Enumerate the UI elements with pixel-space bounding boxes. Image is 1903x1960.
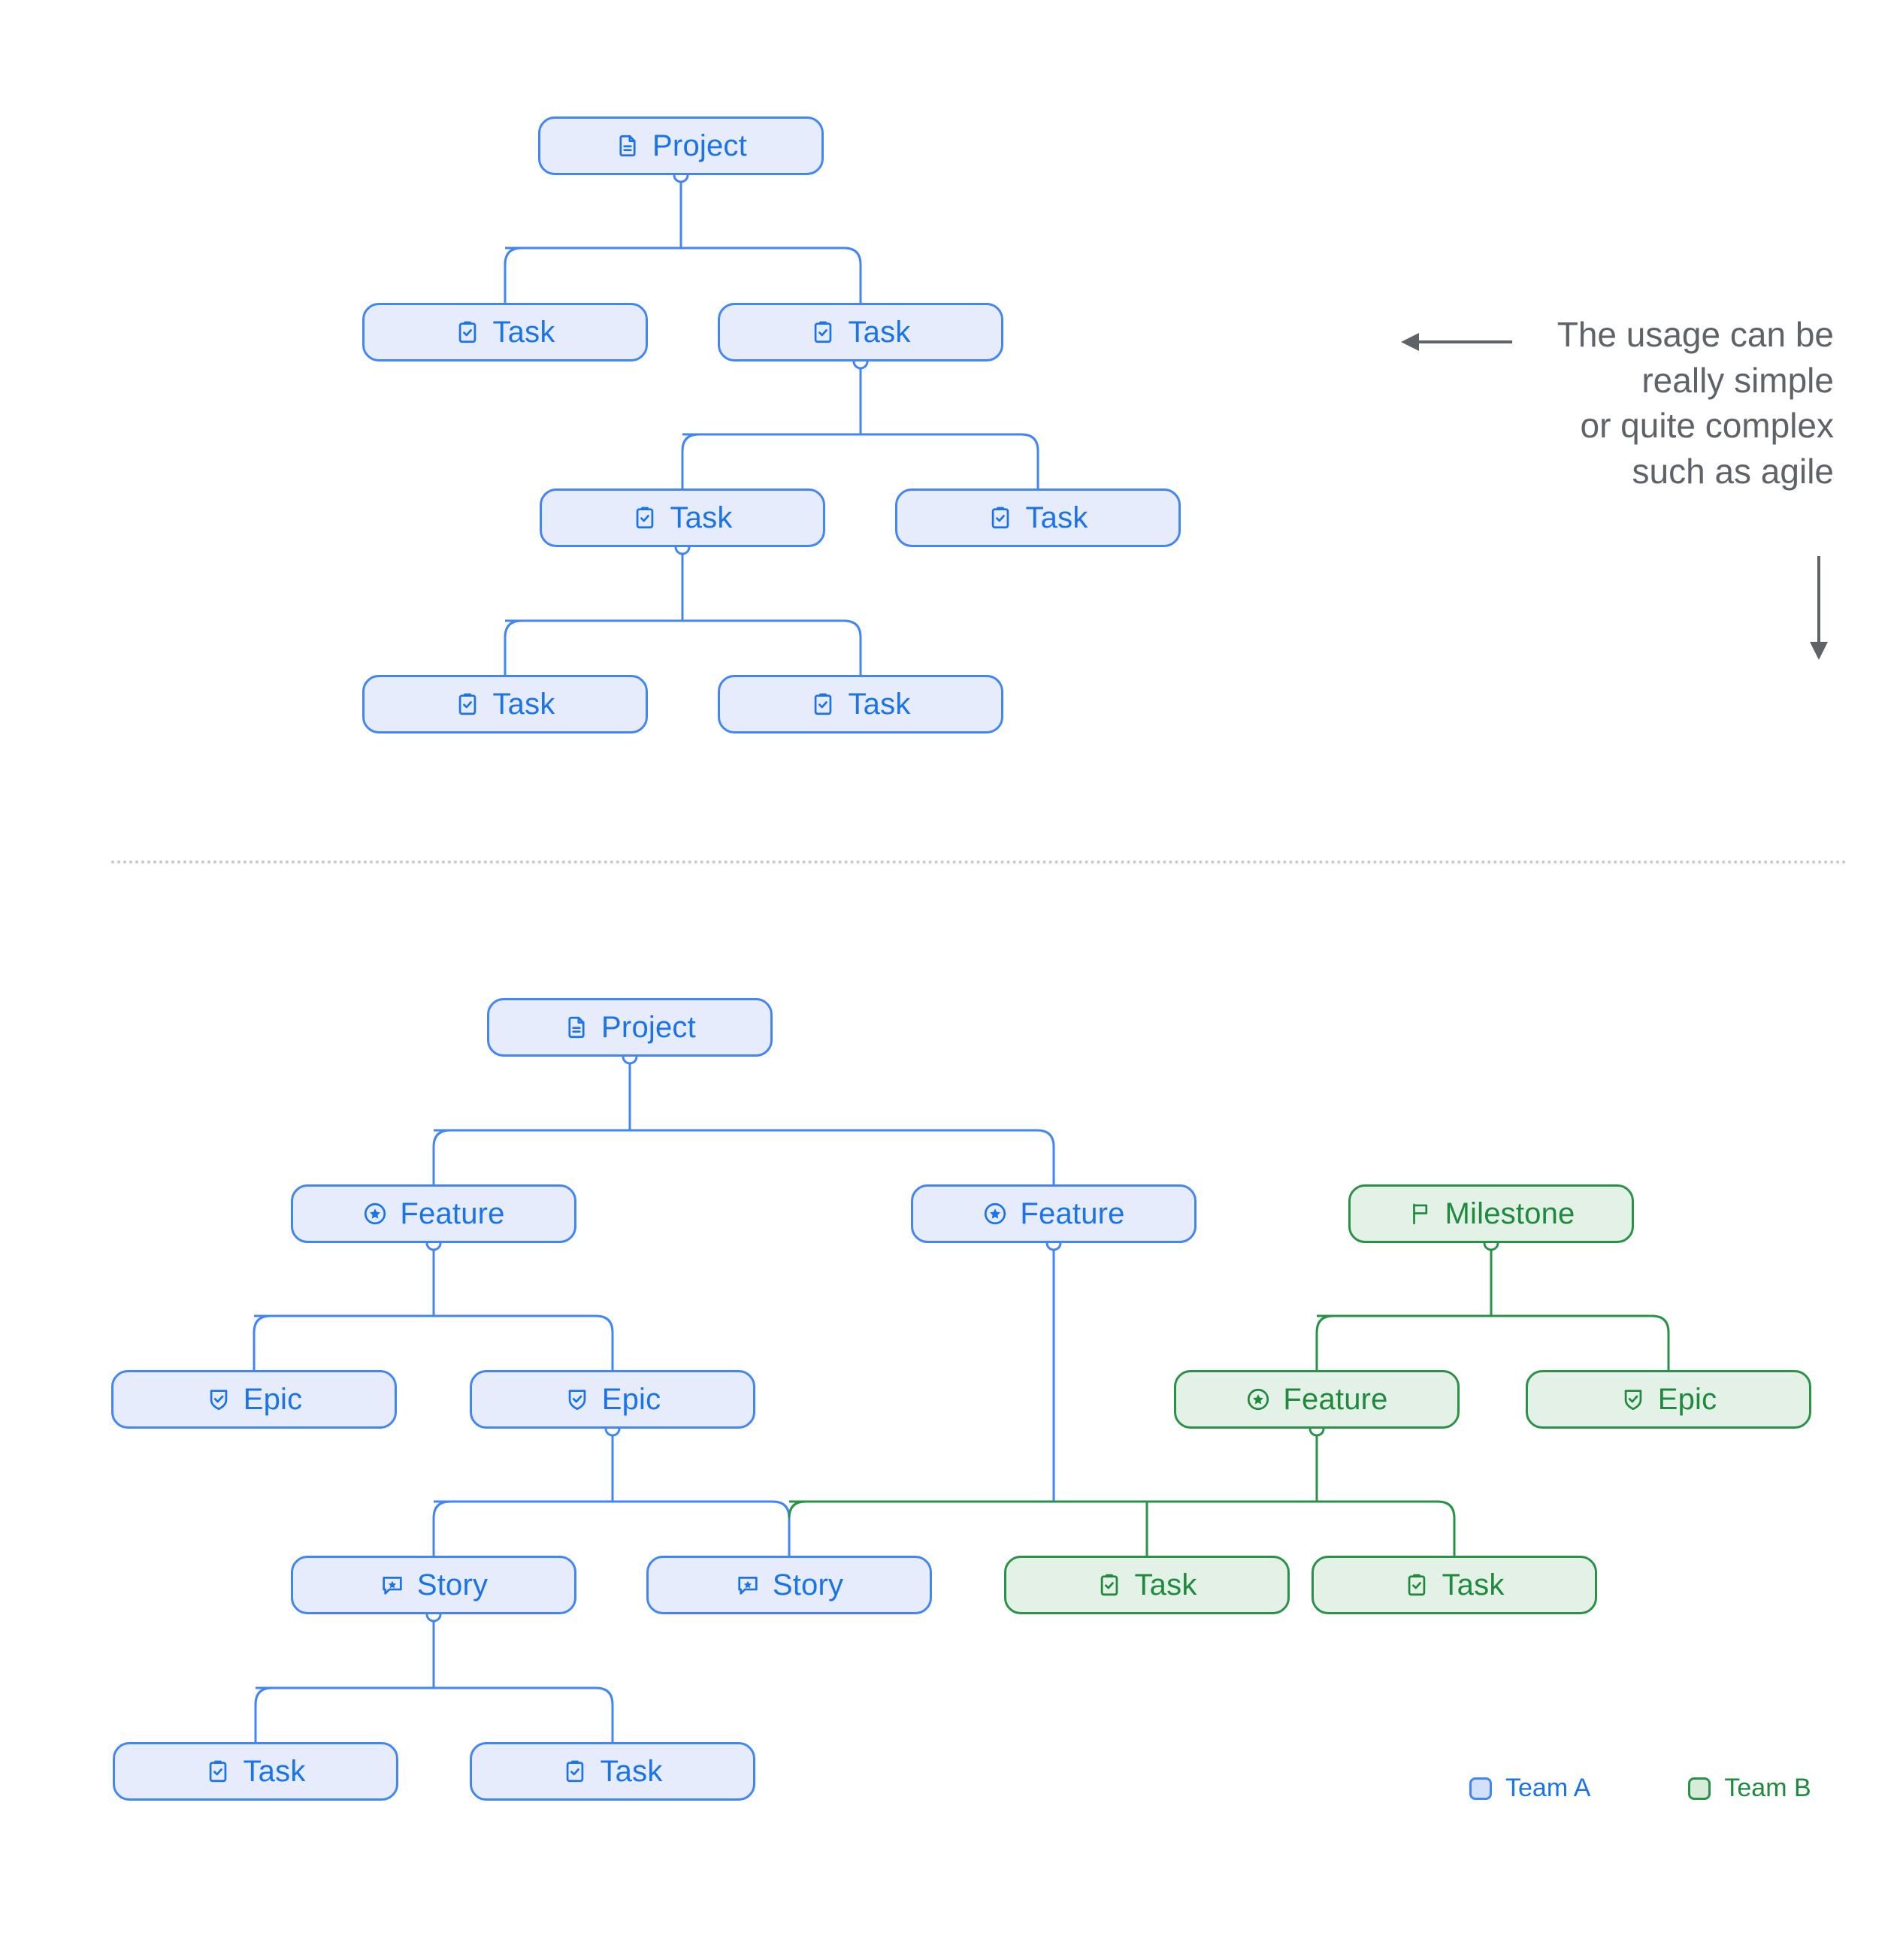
legend-item-team-b: Team B [1688, 1774, 1811, 1803]
node-label: Task [1442, 1568, 1505, 1602]
edge-bus-3-right [505, 619, 862, 675]
section-divider [111, 861, 1847, 864]
shield-check-icon [564, 1387, 590, 1412]
edge-a4-bus-right [1317, 1314, 1670, 1370]
legend-label: Team B [1724, 1774, 1811, 1802]
node-task-simple-4[interactable]: Task [895, 488, 1181, 547]
annotation-text: The usage can be really simple or quite … [1473, 312, 1834, 495]
edge-bus-2-left [681, 433, 700, 488]
node-task-simple-1[interactable]: Task [362, 303, 648, 361]
node-label: Project [652, 129, 747, 162]
legend: Team A Team B [1469, 1774, 1811, 1803]
clipboard-check-icon [1097, 1572, 1122, 1598]
clipboard-check-icon [562, 1759, 588, 1784]
node-epic-agile-1[interactable]: Epic [111, 1370, 397, 1429]
node-epic-agile-2[interactable]: Epic [470, 1370, 755, 1429]
star-circle-icon [982, 1201, 1008, 1227]
node-label: Story [416, 1568, 489, 1602]
node-task-team-b-2[interactable]: Task [1312, 1556, 1597, 1614]
node-project-agile[interactable]: Project [487, 998, 773, 1057]
edge-a4-bus-left [1315, 1314, 1334, 1370]
node-label: Feature [1283, 1383, 1388, 1416]
node-label: Feature [400, 1197, 505, 1230]
star-circle-icon [362, 1201, 388, 1227]
node-label: Task [600, 1755, 663, 1788]
node-label: Task [848, 688, 911, 721]
clipboard-check-icon [810, 319, 836, 345]
edge-a1-bus-right [434, 1129, 1055, 1184]
node-task-simple-6[interactable]: Task [718, 675, 1003, 733]
edge-a7-bus-leftcorner [788, 1500, 806, 1519]
edges-simple-tree [504, 175, 1039, 675]
comment-star-icon [735, 1572, 761, 1598]
node-story-2[interactable]: Story [646, 1556, 932, 1614]
clipboard-check-icon [1404, 1572, 1430, 1598]
edge-a9-bus-right [256, 1686, 614, 1742]
legend-swatch-icon [1688, 1777, 1711, 1800]
node-label: Task [1025, 501, 1088, 534]
clipboard-check-icon [988, 505, 1013, 531]
node-label: Task [243, 1755, 306, 1788]
edge-a7-bus-right [789, 1500, 1456, 1556]
node-label: Milestone [1445, 1197, 1575, 1230]
edge-a6-bus-left [432, 1500, 451, 1556]
document-icon [564, 1015, 589, 1040]
node-label: Feature [1020, 1197, 1125, 1230]
edge-a6-bus-right [434, 1500, 791, 1556]
edge-bus-1-right [505, 247, 862, 303]
node-label: Task [492, 316, 555, 349]
node-task-agile-1[interactable]: Task [113, 1742, 398, 1801]
edge-bus-2-right [682, 433, 1039, 488]
node-feature-agile-2[interactable]: Feature [911, 1184, 1197, 1243]
node-label: Epic [601, 1383, 661, 1416]
node-label: Story [772, 1568, 844, 1602]
node-label: Project [601, 1011, 696, 1044]
legend-swatch-icon [1469, 1777, 1492, 1800]
node-label: Task [670, 501, 733, 534]
shield-check-icon [1620, 1387, 1646, 1412]
comment-star-icon [380, 1572, 405, 1598]
arrow-down-icon [1810, 556, 1828, 660]
flag-icon [1408, 1201, 1433, 1227]
legend-label: Team A [1505, 1774, 1591, 1802]
clipboard-check-icon [632, 505, 658, 531]
node-epic-team-b[interactable]: Epic [1526, 1370, 1811, 1429]
edge-a1-bus-left [432, 1129, 451, 1184]
node-label: Task [848, 316, 911, 349]
edge-a9-bus-left [254, 1686, 273, 1742]
node-milestone[interactable]: Milestone [1348, 1184, 1634, 1243]
node-label: Task [1134, 1568, 1197, 1602]
node-label: Epic [243, 1383, 303, 1416]
node-feature-team-b[interactable]: Feature [1174, 1370, 1460, 1429]
node-label: Epic [1657, 1383, 1717, 1416]
edge-a2-bus-right [254, 1314, 614, 1370]
anchor-dots-agile-blue [425, 1048, 1062, 1623]
node-project-simple[interactable]: Project [538, 116, 824, 175]
legend-item-team-a: Team A [1469, 1774, 1590, 1803]
node-task-simple-3[interactable]: Task [540, 488, 825, 547]
annotation-line-1: The usage can be [1557, 315, 1834, 354]
node-story-1[interactable]: Story [291, 1556, 576, 1614]
edge-a2-bus-left [253, 1314, 271, 1370]
annotation-line-2: really simple [1641, 360, 1834, 400]
edge-bus-1-left [504, 247, 522, 303]
document-icon [615, 133, 640, 159]
node-feature-agile-1[interactable]: Feature [291, 1184, 576, 1243]
arrow-left-icon [1401, 333, 1512, 351]
node-label: Task [492, 688, 555, 721]
star-circle-icon [1245, 1387, 1271, 1412]
node-task-team-b-1[interactable]: Task [1004, 1556, 1290, 1614]
shield-check-icon [206, 1387, 231, 1412]
annotation-line-4: such as agile [1632, 452, 1835, 492]
annotation-line-3: or quite complex [1580, 406, 1835, 446]
clipboard-check-icon [455, 691, 480, 717]
clipboard-check-icon [205, 1759, 231, 1784]
node-task-simple-5[interactable]: Task [362, 675, 648, 733]
clipboard-check-icon [455, 319, 480, 345]
node-task-simple-2[interactable]: Task [718, 303, 1003, 361]
node-task-agile-2[interactable]: Task [470, 1742, 755, 1801]
edge-bus-3-left [504, 619, 522, 675]
clipboard-check-icon [810, 691, 836, 717]
